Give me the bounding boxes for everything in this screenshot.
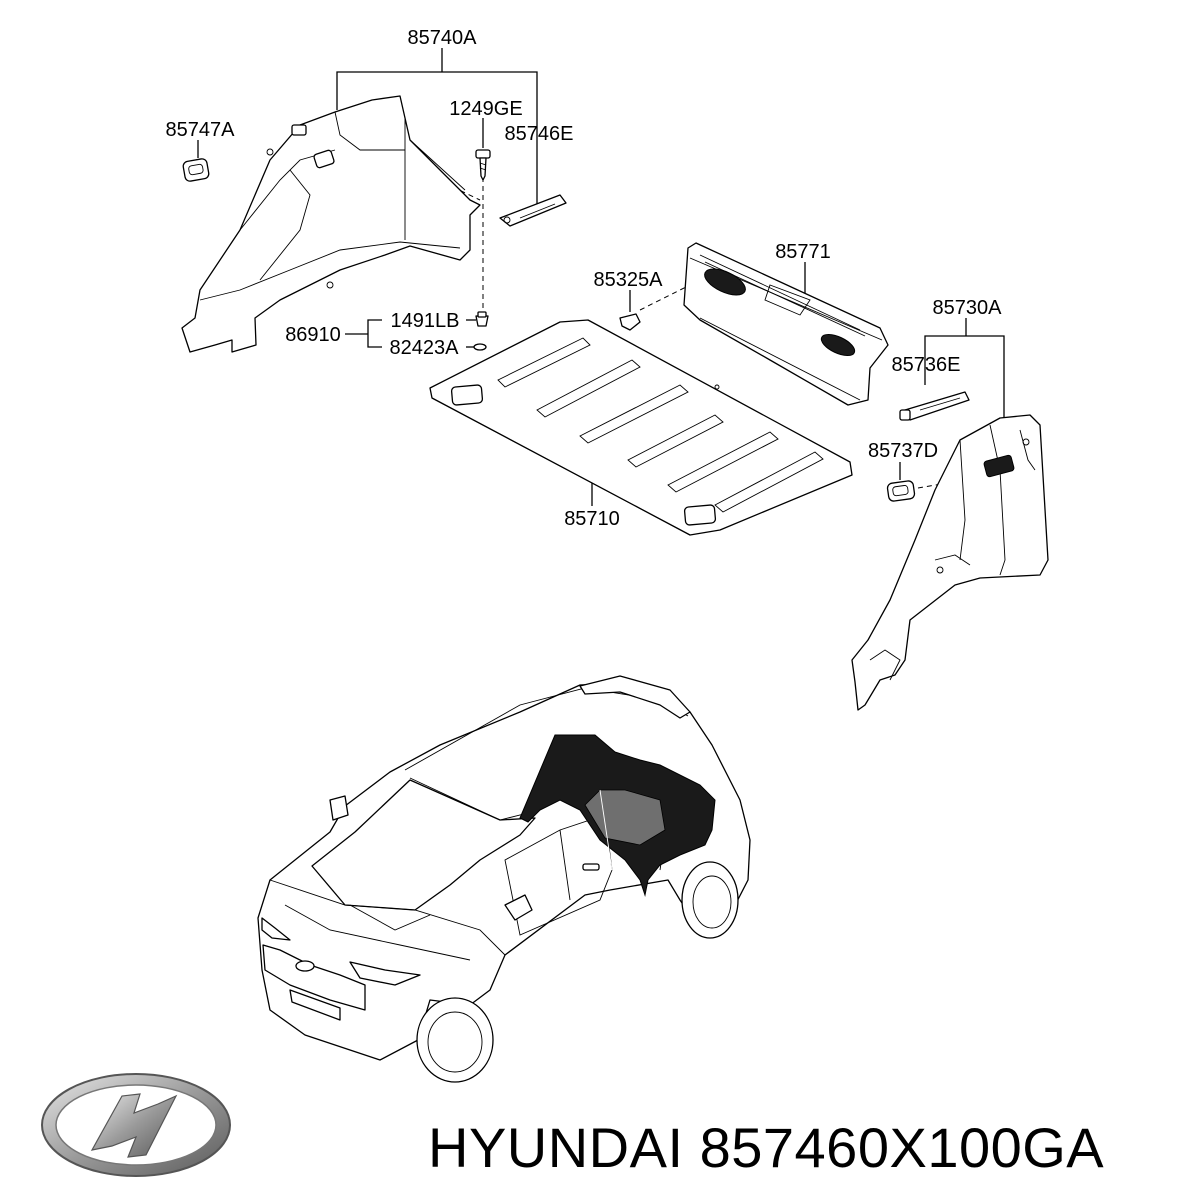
label-85730A: 85730A (933, 297, 1003, 319)
leader-lines (197, 48, 1005, 506)
label-86910: 86910 (285, 324, 341, 346)
label-85740A: 85740A (408, 27, 478, 49)
part-labels: 85740A 85747A 1249GE 85746E 85771 85325A… (166, 27, 1003, 530)
label-85771: 85771 (775, 241, 831, 263)
label-85710: 85710 (564, 508, 620, 530)
label-85747A: 85747A (166, 119, 236, 141)
label-1491LB: 1491LB (391, 310, 460, 332)
label-85746E: 85746E (505, 123, 574, 145)
part-number: 857460X100GA (699, 1116, 1105, 1179)
label-85736E: 85736E (892, 354, 961, 376)
hyundai-logo-icon (41, 1073, 231, 1177)
footer-title: HYUNDAI 857460X100GA (428, 1108, 1188, 1188)
label-85325A: 85325A (594, 269, 664, 291)
left-quarter-trim-85740A (181, 95, 481, 353)
luggage-board-85710 (429, 319, 853, 536)
brand-name: HYUNDAI (428, 1116, 684, 1179)
clip-85325A (619, 313, 641, 331)
label-1249GE: 1249GE (449, 98, 522, 120)
screw-1249GE (475, 149, 491, 181)
clip-85737D (886, 480, 916, 502)
strip-85736E (899, 391, 970, 421)
right-quarter-trim-85730A (851, 414, 1049, 711)
clip-85747A (182, 158, 210, 182)
label-85737D: 85737D (868, 440, 938, 462)
washer-82423A (473, 343, 487, 351)
transverse-trim-85771 (683, 242, 889, 406)
label-82423A: 82423A (390, 337, 460, 359)
clip-1491LB (475, 311, 489, 327)
strip-85746E (499, 194, 567, 227)
car-illustration (257, 675, 751, 1083)
